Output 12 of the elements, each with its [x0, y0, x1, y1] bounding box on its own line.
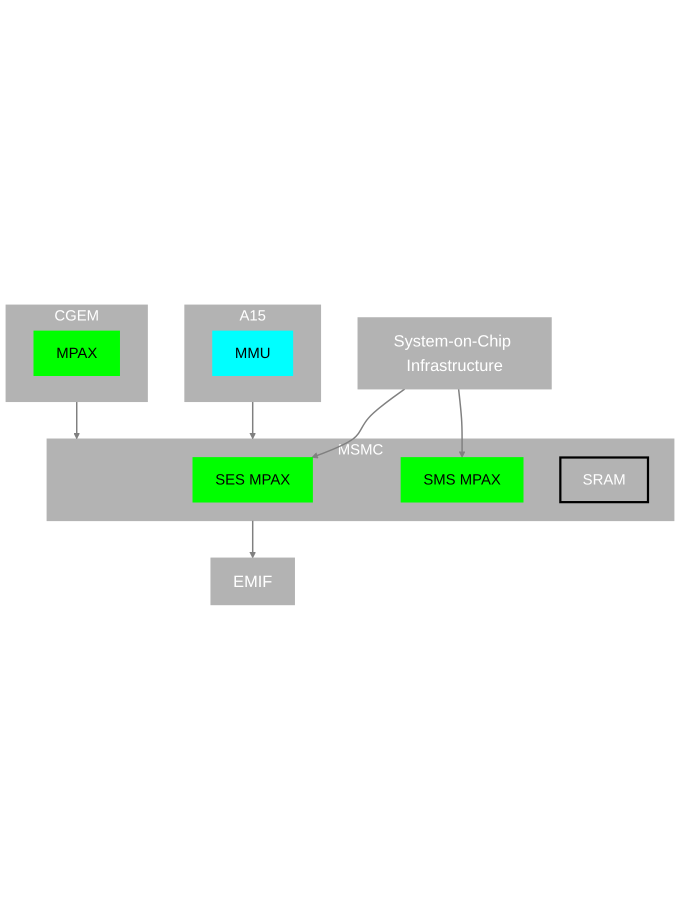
node-box: MPAX	[34, 330, 120, 376]
arrow	[458, 388, 466, 458]
arrow	[249, 401, 256, 439]
arrow	[73, 401, 80, 439]
node-box: SRAM	[559, 456, 650, 503]
node-box: SES MPAX	[192, 456, 313, 502]
node-box: System-on-Chip Infrastructure	[358, 316, 552, 390]
node-box: EMIF	[210, 557, 295, 605]
node-box: MMU	[212, 330, 294, 376]
node-box: SMS MPAX	[400, 456, 524, 502]
arrow	[312, 388, 406, 458]
arrow	[249, 520, 256, 558]
